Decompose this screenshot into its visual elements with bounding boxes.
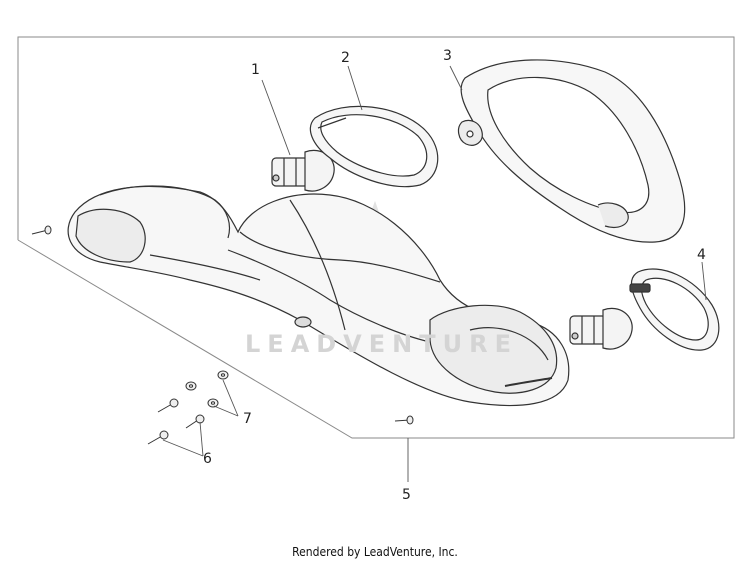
screw-part-6-b	[147, 430, 169, 445]
washers-part-7	[185, 370, 229, 408]
bulb-part-1	[271, 149, 335, 192]
callout-2: 2	[341, 50, 350, 66]
callout-3: 3	[443, 48, 452, 64]
screw-part-6-c	[185, 414, 205, 429]
screw-part-6-a	[157, 398, 179, 413]
callout-5: 5	[402, 487, 411, 503]
screw-bottom	[394, 415, 414, 425]
housing-part-5	[67, 185, 570, 407]
callout-7: 7	[243, 411, 252, 427]
cover-part-3	[457, 59, 686, 243]
screw-left	[31, 225, 52, 235]
render-credit: Rendered by LeadVenture, Inc.	[292, 545, 458, 559]
assembly-frame	[17, 36, 735, 439]
callout-6: 6	[203, 451, 212, 467]
leader-lines	[162, 65, 707, 482]
watermark-text: LEADVENTURE	[245, 330, 518, 358]
callout-4: 4	[697, 247, 706, 263]
bulb-right	[569, 307, 633, 350]
lens-part-4	[629, 268, 720, 351]
callout-1: 1	[251, 62, 260, 78]
lens-part-2	[309, 105, 439, 188]
